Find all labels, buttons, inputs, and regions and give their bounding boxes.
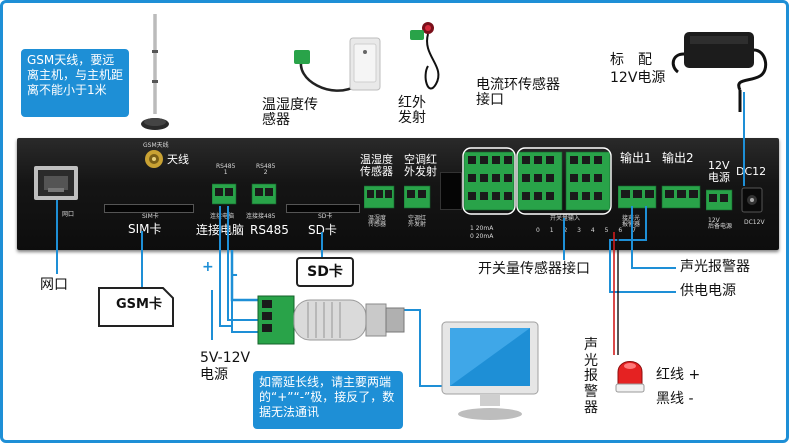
antenna-connector-icon [145, 150, 163, 168]
panel-tiny-rs485-2: RS485 2 [256, 163, 276, 176]
panel-black-port [440, 172, 462, 210]
power-adapter-icon [671, 32, 768, 112]
switch-sensor-port-label: 开关量传感器接口 [478, 261, 590, 277]
temp-humidity-sensor-label: 温湿度传感器 [262, 97, 318, 129]
panel-tiny-power-in: 12V 后备电源 [708, 217, 733, 230]
current-loop-highlight [462, 147, 516, 215]
minus-marker: - [232, 267, 238, 283]
power-supply-label: 供电电源 [680, 283, 736, 299]
network-port-label: 网口 [40, 277, 68, 293]
panel-rs485: RS485 [250, 223, 289, 237]
sd-card-label: SD卡 [296, 257, 354, 287]
ethernet-port-icon [34, 166, 78, 200]
panel-antenna: 天线 [167, 153, 189, 166]
panel-tiny-switch-numbers: 0 1 2 3 4 5 6 7 [536, 227, 636, 234]
panel-tiny-dc12v: DC12V [744, 219, 765, 226]
panel-tiny-connect-pc: 连接电脑 [210, 213, 235, 220]
panel-sd-card: SD卡 [308, 223, 337, 237]
current-loop-port-label: 电流环传感器接口 [476, 77, 560, 109]
panel-dc12: DC12 [736, 165, 767, 178]
gsm-antenna-icon [141, 14, 169, 130]
output-terminals[interactable] [618, 182, 704, 212]
sd-card-slot[interactable] [286, 204, 360, 213]
panel-tiny-connect-485: 连接接485 [246, 213, 276, 220]
panel-tiny-gsm-antenna: GSM天线 [143, 142, 169, 149]
panel-output-2: 输出2 [662, 151, 694, 165]
alarm-vertical-label: 声 光 报 警 器 [584, 337, 598, 416]
black-wire-label: 黑线 - [656, 391, 694, 407]
ir-transmitter-label: 红外发射 [398, 95, 426, 127]
standard-12v-power-label: 标 配 12V电源 [610, 52, 666, 86]
plus-marker: + [202, 259, 214, 275]
computer-monitor-icon [441, 321, 539, 420]
red-wire-label: 红线 + [656, 367, 701, 383]
rs485-adapter-icon [257, 295, 405, 345]
sound-light-alarm-label: 声光报警器 [680, 259, 750, 275]
panel-power-12v: 12V 电源 [708, 159, 730, 184]
power-terminals[interactable] [706, 186, 766, 216]
gsm-card-icon [98, 287, 174, 327]
panel-tiny-temp-sensor: 温湿度 传感器 [368, 215, 387, 228]
panel-temp-humidity-sensor: 温湿度 传感器 [360, 153, 393, 178]
extension-callout: 如需延长线，请主要两端的“+”“-”极，接反了，数据无法通讯 [253, 371, 403, 429]
temp-sensor-terminal[interactable] [364, 182, 400, 212]
alarm-device-icon [615, 361, 645, 393]
panel-output-1: 输出1 [620, 151, 652, 165]
ir-transmitter-icon [410, 22, 440, 90]
temp-humidity-sensor-icon [294, 37, 381, 92]
panel-tiny-rs485-1: RS485 1 [216, 163, 236, 176]
panel-tiny-sd: SD卡 [318, 213, 333, 220]
panel-ac-ir-transmit: 空调红 外发射 [404, 153, 437, 178]
power-5v-12v-label: 5V-12V 电源 [200, 350, 251, 383]
rs485-terminals[interactable] [212, 180, 282, 208]
current-loop-terminals[interactable] [462, 146, 516, 218]
panel-tiny-ac-ir: 空调红 外发射 [408, 215, 427, 228]
switch-sensor-terminals[interactable] [516, 146, 612, 218]
gsm-card-label: GSM卡 [116, 297, 162, 312]
ir-transmit-terminal[interactable] [404, 182, 434, 212]
panel-tiny-network: 网口 [62, 211, 75, 218]
panel-tiny-current-20ma-2: 0 20mA [470, 233, 494, 240]
panel-sim-card: SIM卡 [128, 222, 162, 236]
panel-tiny-current-20ma-1: 1 20mA [470, 225, 494, 232]
gsm-antenna-callout: GSM天线，要远离主机，与主机距离不能小于1米 [21, 49, 129, 117]
panel-tiny-switch-input: 开关量输入 [550, 215, 581, 222]
panel-tiny-sim: SIM卡 [142, 213, 159, 220]
sim-card-slot[interactable] [104, 204, 194, 213]
